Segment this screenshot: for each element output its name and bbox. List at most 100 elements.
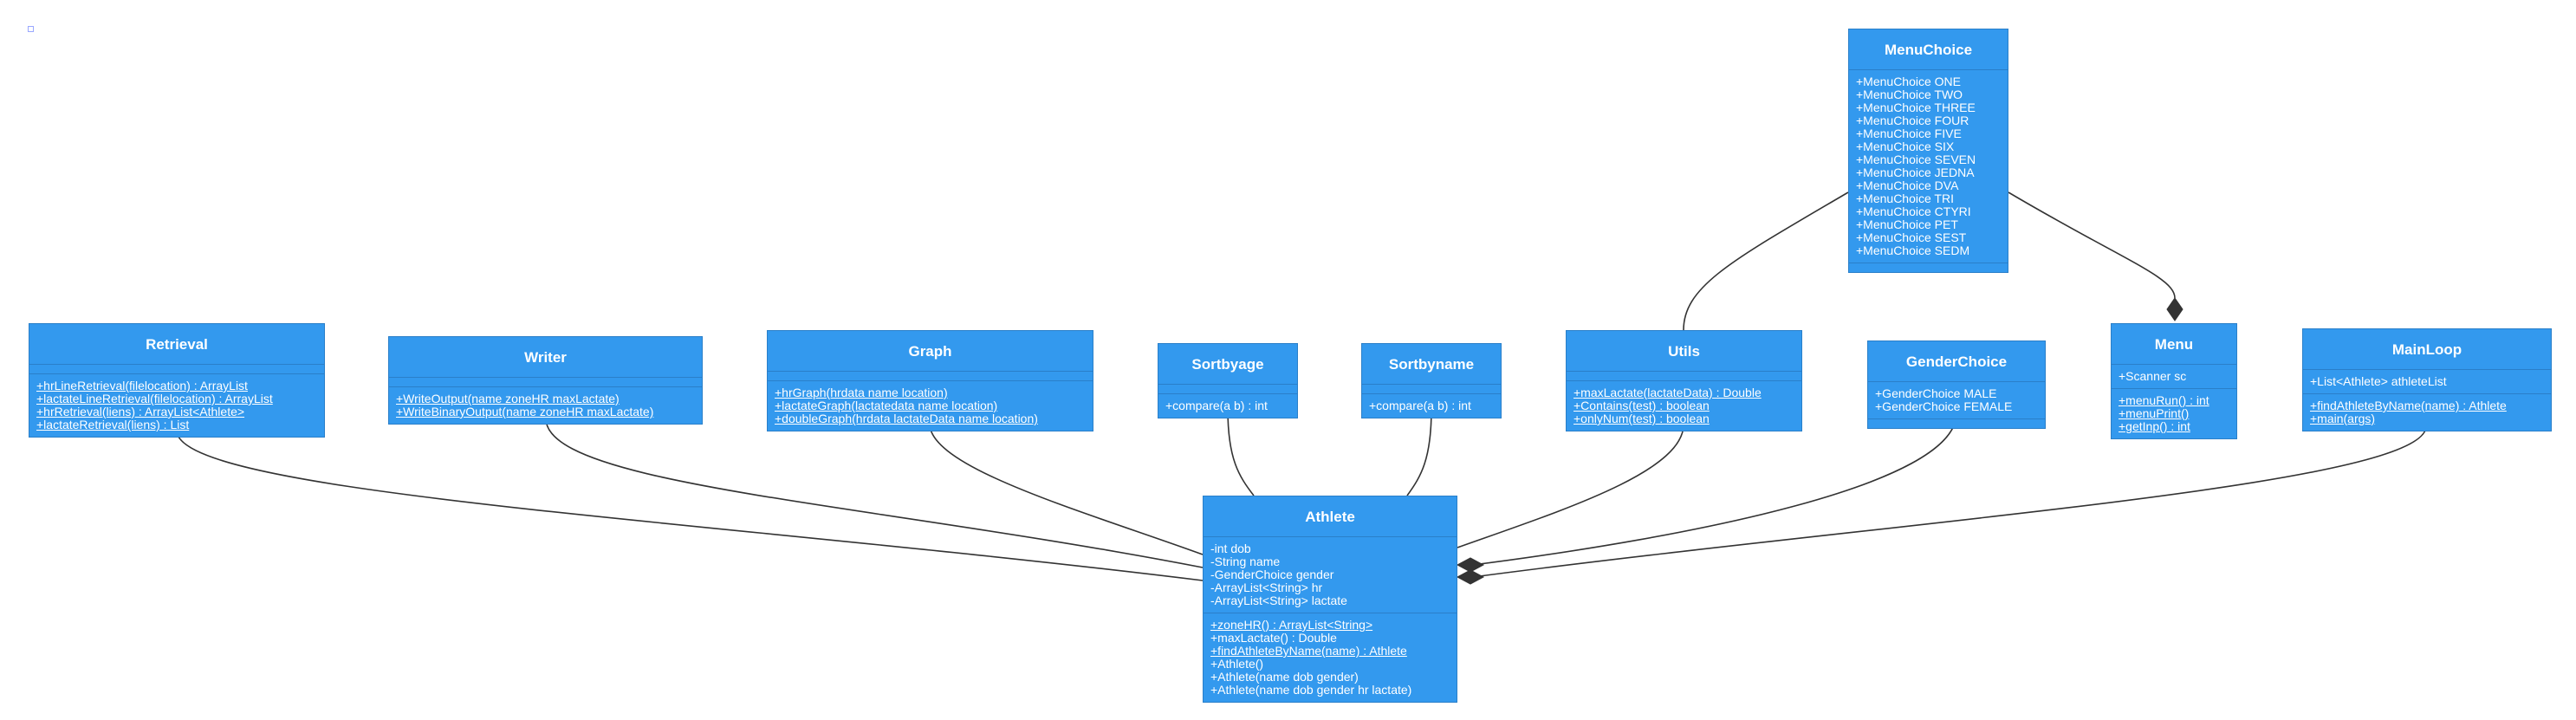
- edge-retrieval-athlete: [176, 430, 1204, 581]
- edge-graph-athlete: [929, 423, 1204, 555]
- composition-diamond-icon: [2166, 297, 2183, 321]
- method-row: +lactateGraph(lactatedata name location): [775, 399, 998, 412]
- class-sortbyage[interactable]: Sortbyage +compare(a b) : int: [1158, 343, 1298, 418]
- method-section: +compare(a b) : int: [1362, 393, 1501, 418]
- method-row: +hrGraph(hrdata name location): [775, 386, 948, 399]
- method-row: +menuPrint(): [2119, 406, 2190, 420]
- method-section: +hrGraph(hrdata name location)+lactateGr…: [768, 380, 1093, 431]
- attribute-row: +MenuChoice DVA: [1856, 178, 1959, 192]
- class-name: Retrieval: [146, 336, 208, 353]
- method-row: +zoneHR() : ArrayList<String>: [1210, 618, 1373, 632]
- attribute-row: +MenuChoice TWO: [1856, 88, 1963, 101]
- method-row: +maxLactate() : Double: [1210, 631, 1337, 645]
- method-row: +Contains(test) : boolean: [1574, 399, 1710, 412]
- edge-mainloop-athlete: [1472, 425, 2427, 578]
- edge-sortbyage-athlete: [1227, 408, 1255, 496]
- attribute-section: [29, 364, 324, 373]
- method-row: +compare(a b) : int: [1369, 399, 1471, 412]
- method-row: +menuRun() : int: [2119, 393, 2209, 407]
- class-name: Writer: [524, 349, 567, 366]
- class-sortbyname[interactable]: Sortbyname +compare(a b) : int: [1361, 343, 1502, 418]
- attribute-section: -int dob-String name-GenderChoice gender…: [1204, 536, 1457, 613]
- method-row: +lactateLineRetrieval(filelocation) : Ar…: [36, 392, 273, 405]
- edge-genderchoice-athlete: [1472, 412, 1957, 566]
- attribute-row: +Scanner sc: [2119, 369, 2187, 383]
- attribute-row: +MenuChoice PET: [1856, 217, 1958, 231]
- attribute-row: -String name: [1210, 555, 1281, 568]
- attribute-section: [389, 377, 702, 386]
- attribute-section: [768, 371, 1093, 380]
- class-name: MenuChoice: [1884, 42, 1973, 58]
- attribute-row: -GenderChoice gender: [1210, 568, 1334, 581]
- method-row: +Athlete(): [1210, 657, 1264, 671]
- method-row: +findAthleteByName(name) : Athlete: [1210, 644, 1407, 658]
- composition-diamond-icon: [1456, 557, 1485, 573]
- class-name: Athlete: [1305, 509, 1355, 525]
- attribute-row: -ArrayList<String> lactate: [1210, 594, 1347, 607]
- class-retrieval[interactable]: Retrieval +hrLineRetrieval(filelocation)…: [29, 323, 325, 438]
- class-menuchoice[interactable]: MenuChoice +MenuChoice ONE+MenuChoice TW…: [1848, 29, 2008, 273]
- attribute-section: +GenderChoice MALE+GenderChoice FEMALE: [1868, 381, 2045, 418]
- method-row: +WriteOutput(name zoneHR maxLactate): [396, 392, 620, 405]
- class-name: GenderChoice: [1905, 354, 2008, 370]
- attribute-row: +MenuChoice SEVEN: [1856, 152, 1976, 166]
- composition-diamond-icon: [1456, 569, 1485, 585]
- canvas-marker-icon: [28, 26, 34, 32]
- class-athlete[interactable]: Athlete -int dob-String name-GenderChoic…: [1203, 496, 1457, 703]
- class-menu[interactable]: Menu +Scanner sc +menuRun() : int+menuPr…: [2111, 323, 2237, 439]
- method-row: +Athlete(name dob gender hr lactate): [1210, 683, 1412, 697]
- method-row: +main(args): [2310, 412, 2376, 425]
- attribute-row: -int dob: [1210, 542, 1251, 555]
- class-name: Sortbyage: [1191, 356, 1264, 373]
- attribute-row: +List<Athlete> athleteList: [2310, 374, 2447, 388]
- attribute-row: +GenderChoice FEMALE: [1875, 399, 2013, 413]
- method-section: +WriteOutput(name zoneHR maxLactate)+Wri…: [389, 386, 702, 424]
- edge-menuchoice-menu: [2008, 191, 2176, 299]
- method-row: +findAthleteByName(name) : Athlete: [2310, 399, 2507, 412]
- method-row: +Athlete(name dob gender): [1210, 670, 1359, 684]
- attribute-section: [1567, 371, 1801, 380]
- class-genderchoice[interactable]: GenderChoice +GenderChoice MALE+GenderCh…: [1867, 341, 2046, 429]
- method-row: +maxLactate(lactateData) : Double: [1574, 386, 1762, 399]
- attribute-row: +MenuChoice SIX: [1856, 139, 1955, 153]
- class-graph[interactable]: Graph +hrGraph(hrdata name location)+lac…: [767, 330, 1093, 431]
- method-row: +WriteBinaryOutput(name zoneHR maxLactat…: [396, 405, 654, 418]
- method-row: +compare(a b) : int: [1165, 399, 1268, 412]
- class-name: Sortbyname: [1388, 356, 1475, 373]
- method-section: +menuRun() : int+menuPrint()+getInp() : …: [2112, 388, 2236, 438]
- attribute-section: +Scanner sc: [2112, 364, 2236, 388]
- class-mainloop[interactable]: MainLoop +List<Athlete> athleteList +fin…: [2302, 328, 2552, 431]
- method-row: +hrRetrieval(liens) : ArrayList<Athlete>: [36, 405, 245, 418]
- method-section: [1849, 263, 2008, 272]
- attribute-row: +MenuChoice JEDNA: [1856, 165, 1975, 179]
- attribute-row: -ArrayList<String> hr: [1210, 581, 1323, 594]
- method-row: +onlyNum(test) : boolean: [1574, 412, 1710, 425]
- attribute-row: +MenuChoice SEST: [1856, 230, 1967, 244]
- attribute-row: +MenuChoice CTYRI: [1856, 204, 1971, 218]
- edge-writer-athlete: [545, 418, 1204, 568]
- class-name: Menu: [2154, 336, 2194, 353]
- class-name: Graph: [908, 343, 952, 360]
- attribute-section: [1158, 384, 1297, 393]
- attribute-section: +MenuChoice ONE+MenuChoice TWO+MenuChoic…: [1849, 69, 2008, 263]
- class-utils[interactable]: Utils +maxLactate(lactateData) : Double+…: [1566, 330, 1802, 431]
- method-section: +findAthleteByName(name) : Athlete+main(…: [2303, 393, 2551, 431]
- method-section: +compare(a b) : int: [1158, 393, 1297, 418]
- attribute-row: +MenuChoice FIVE: [1856, 126, 1962, 140]
- method-section: +maxLactate(lactateData) : Double+Contai…: [1567, 380, 1801, 431]
- method-section: +zoneHR() : ArrayList<String>+maxLactate…: [1204, 613, 1457, 702]
- attribute-row: +MenuChoice FOUR: [1856, 114, 1969, 127]
- method-row: +getInp() : int: [2119, 419, 2190, 433]
- attribute-row: +MenuChoice SEDM: [1856, 243, 1970, 257]
- attribute-row: +MenuChoice THREE: [1856, 101, 1976, 114]
- attribute-row: +MenuChoice TRI: [1856, 191, 1954, 205]
- edge-sortbyname-athlete: [1406, 408, 1432, 496]
- method-section: [1868, 418, 2045, 428]
- edge-menuchoice-utils: [1683, 191, 1849, 331]
- method-row: +hrLineRetrieval(filelocation) : ArrayLi…: [36, 379, 248, 392]
- edge-utils-athlete: [1457, 424, 1684, 548]
- method-section: +hrLineRetrieval(filelocation) : ArrayLi…: [29, 373, 324, 437]
- attribute-section: [1362, 384, 1501, 393]
- class-writer[interactable]: Writer +WriteOutput(name zoneHR maxLacta…: [388, 336, 703, 425]
- attribute-row: +GenderChoice MALE: [1875, 386, 1997, 400]
